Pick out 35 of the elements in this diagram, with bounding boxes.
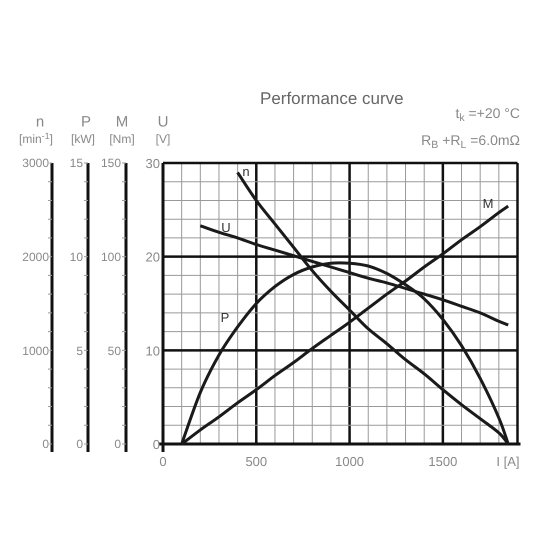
axis-title: [V]	[156, 133, 170, 145]
tick-label: 2000	[22, 251, 49, 263]
tick-label: 0	[76, 438, 83, 450]
tick-label: 20	[146, 250, 160, 265]
curve-label: M	[482, 196, 494, 211]
axis-title: P	[81, 114, 91, 130]
axis-title: M	[116, 114, 128, 130]
curve-label: U	[221, 220, 231, 235]
axis-title: [Nm]	[109, 133, 135, 145]
tick-label: 100	[100, 251, 121, 263]
tick-label: 50	[108, 345, 121, 357]
tick-label: 1000	[335, 454, 364, 469]
axis-title: [min$^{-1}$]	[18, 133, 54, 145]
axis-title: I [A]	[496, 454, 520, 469]
tick-label: 0	[114, 438, 121, 450]
tick-label: 15	[70, 157, 83, 169]
condition-note: R$_{B}$ +R$_{L}$ =6.0mΩ	[421, 133, 520, 147]
tick-label: 1000	[22, 345, 49, 357]
curve-label: P	[220, 310, 230, 325]
tick-label: 500	[245, 454, 268, 469]
tick-label: 10	[70, 251, 83, 263]
tick-label: 1500	[428, 454, 458, 469]
tick-label: 5	[76, 345, 83, 357]
tick-label: 30	[146, 156, 160, 171]
curve-label: n	[242, 164, 250, 179]
chart-title: Performance curve	[260, 88, 404, 110]
tick-label: 150	[100, 157, 121, 169]
tick-label: 0	[159, 454, 167, 469]
condition-note: t$_{k}$ =+20 °C	[455, 106, 520, 120]
tick-label: 0	[42, 438, 49, 450]
tick-label: 0	[152, 437, 160, 452]
tick-label: 3000	[22, 157, 49, 169]
axis-title: U	[158, 114, 168, 130]
axis-title: [kW]	[71, 133, 95, 145]
tick-label: 10	[146, 343, 160, 358]
